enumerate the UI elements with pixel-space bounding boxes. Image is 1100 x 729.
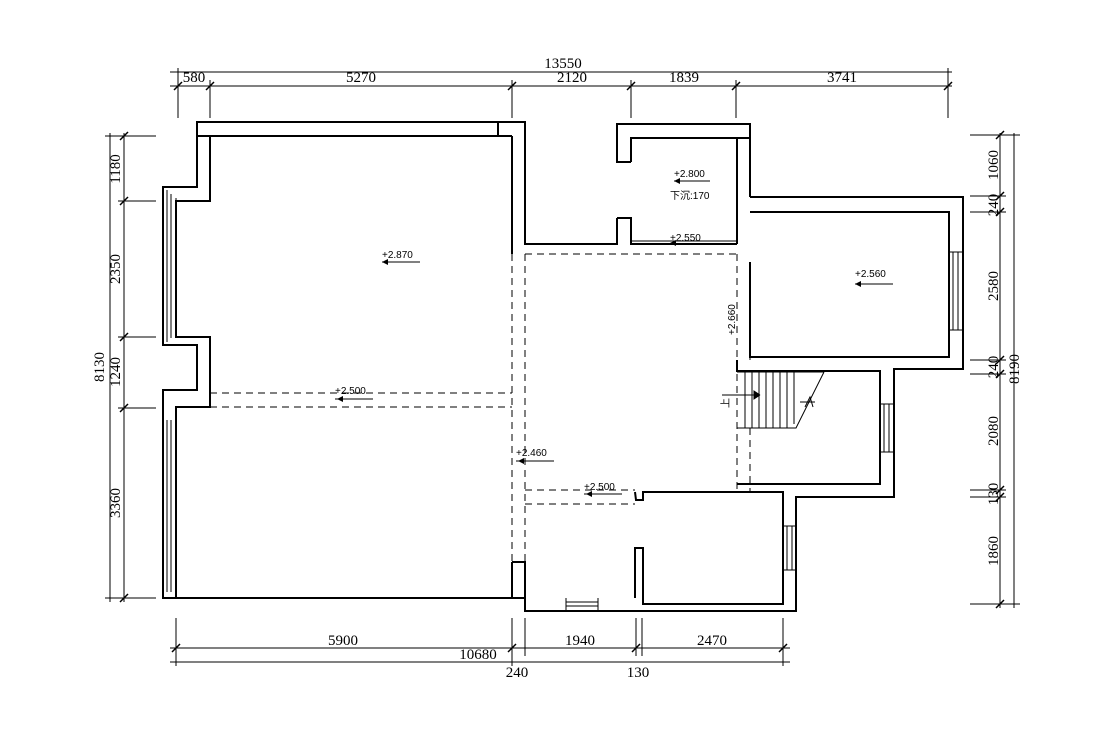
dim-left-segment: 1180 <box>108 154 124 183</box>
dim-top-segment: 5270 <box>346 70 376 86</box>
dim-right-segment: 1860 <box>986 536 1002 566</box>
beam-lines <box>210 243 751 562</box>
level-marker-beam-bottom: +2.500 <box>584 482 622 497</box>
svg-text:+2.550: +2.550 <box>670 233 701 244</box>
wall-stair-box <box>736 360 881 485</box>
level-marker-small-room: +2.800 下沉:170 <box>670 169 710 202</box>
svg-text:+2.560: +2.560 <box>855 269 886 280</box>
svg-text:+2.870: +2.870 <box>382 250 413 261</box>
staircase <box>722 371 825 429</box>
dim-bottom-extra: 240 <box>506 665 529 681</box>
dimension-labels: 13550 580 5270 2120 1839 3741 8130 1180 … <box>92 56 1023 681</box>
dim-left-segment: 2350 <box>108 254 124 284</box>
dim-right-segment: 1060 <box>986 150 1002 180</box>
dim-bottom-segment: 2470 <box>697 633 727 649</box>
dimension-lines <box>105 68 1020 666</box>
dim-left-total: 8130 <box>92 352 108 382</box>
dim-right-segment: 2080 <box>986 416 1002 446</box>
dim-right-segment: 2580 <box>986 271 1002 301</box>
dim-bottom-segment: 1940 <box>565 633 595 649</box>
level-marker-vertical: +2.660 <box>727 304 738 335</box>
level-marker-corridor-top: +2.550 <box>670 233 701 246</box>
svg-text:+2.460: +2.460 <box>516 448 547 459</box>
dim-right-total: 8190 <box>1007 354 1023 384</box>
dim-top-segment: 2120 <box>557 70 587 86</box>
walls <box>162 121 964 612</box>
window-left-upper <box>166 190 177 342</box>
svg-text:+2.660: +2.660 <box>727 304 738 335</box>
dim-bottom-segment: 5900 <box>328 633 358 649</box>
level-marker-right-room: +2.560 <box>855 269 893 287</box>
window-left-lower <box>166 420 172 592</box>
window-bottom-right <box>783 525 796 571</box>
wall-right-room-inner <box>749 211 950 358</box>
dimension-ticks <box>119 81 1005 653</box>
level-marker-beam-left: +2.500 <box>335 386 373 402</box>
dim-top-segment: 3741 <box>827 70 857 86</box>
dim-left-segment: 1240 <box>108 357 124 387</box>
dim-right-segment: 130 <box>986 483 1002 506</box>
sunken-note: 下沉:170 <box>670 189 710 202</box>
svg-text:+2.500: +2.500 <box>584 482 615 493</box>
wall-small-room-top <box>616 123 751 163</box>
window-right-room <box>949 251 963 331</box>
window-stair-room <box>880 403 894 453</box>
wall-bottom-right <box>634 491 784 605</box>
dim-top-total: 13550 <box>544 56 582 72</box>
windows <box>166 190 963 611</box>
level-marker-main-room: +2.870 <box>382 250 420 265</box>
dim-left-segment: 3360 <box>108 488 124 518</box>
dim-top-segment: 580 <box>183 70 206 86</box>
wall-top-outer <box>196 121 498 136</box>
wall-right-room <box>524 196 964 612</box>
wall-center-bottom <box>512 561 526 598</box>
dim-right-segment: 240 <box>986 356 1002 379</box>
wall-inner-top <box>497 121 618 245</box>
level-marker-center: +2.460 <box>516 448 554 464</box>
svg-text:+2.500: +2.500 <box>335 386 366 397</box>
stair-up-label: 上 <box>720 398 732 408</box>
dim-bottom-extra: 130 <box>627 665 650 681</box>
dim-right-segment: 240 <box>986 194 1002 217</box>
dim-bottom-total: 10680 <box>459 647 497 663</box>
level-markers: +2.870 +2.800 下沉:170 +2.550 +2.560 +2.66… <box>335 169 893 497</box>
dim-top-segment: 1839 <box>669 70 699 86</box>
wall-inner-left-room <box>175 135 498 598</box>
svg-text:+2.800: +2.800 <box>674 169 705 180</box>
wall-outer-left <box>162 135 525 599</box>
window-bottom <box>565 598 599 611</box>
